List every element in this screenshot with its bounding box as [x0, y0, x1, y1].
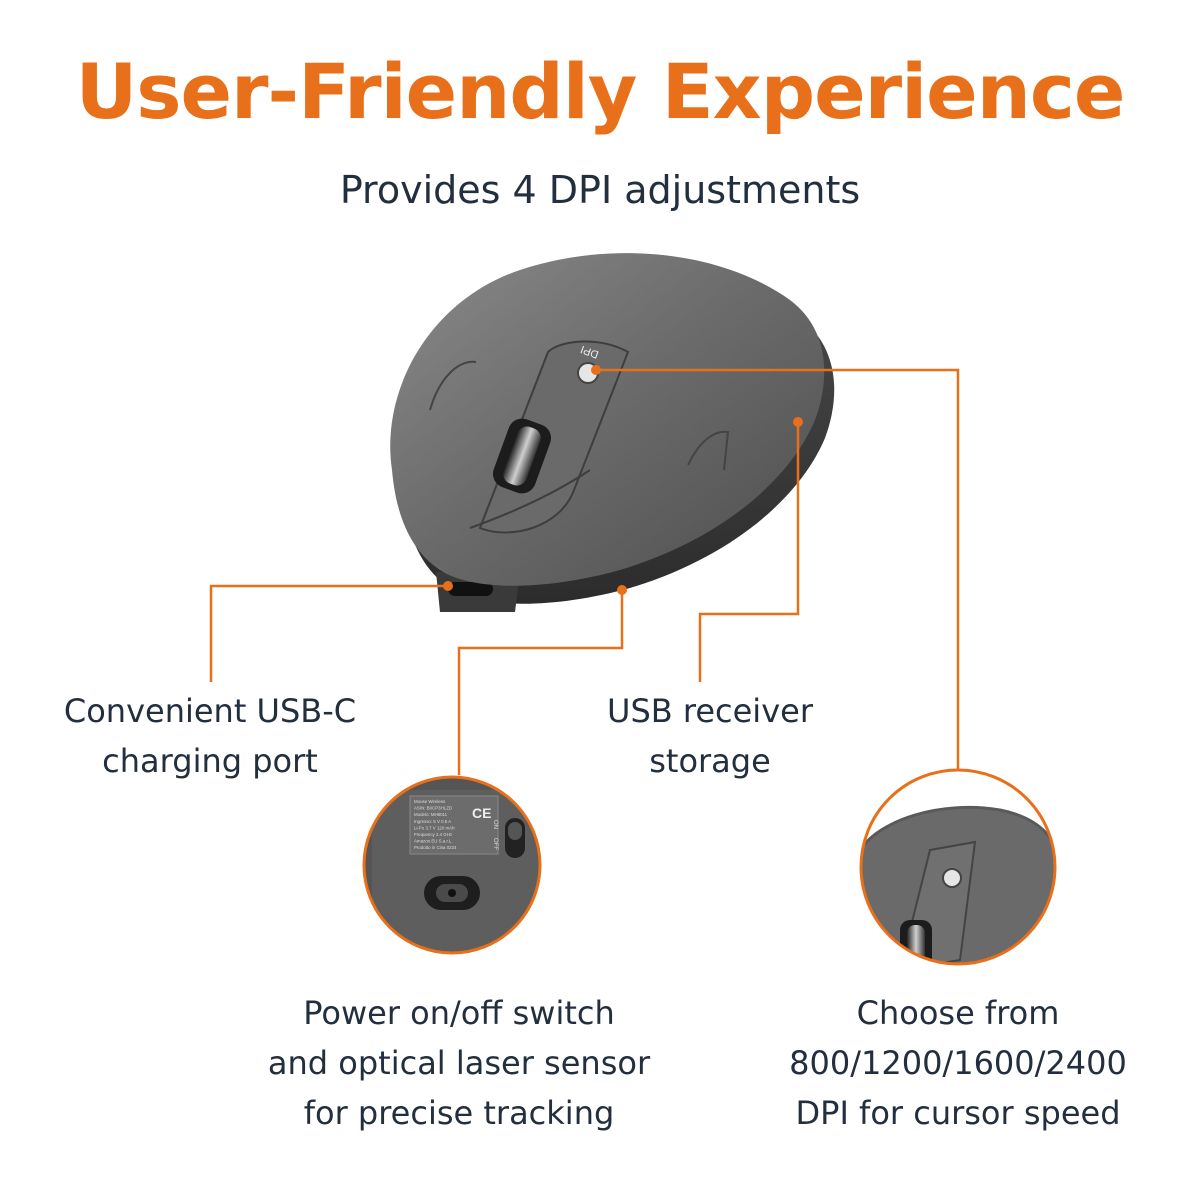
device-label-line: Li-Po 3.7 V 120 mAh	[414, 825, 455, 830]
dpi-closeup-inset	[859, 768, 1057, 966]
caption-receiver: USB receiver storage	[560, 686, 860, 786]
caption-usb-c-line2: charging port	[102, 742, 318, 780]
page-subtitle: Provides 4 DPI adjustments	[339, 168, 861, 212]
usb-c-port	[448, 582, 493, 596]
device-label-line: Amazon.EU S.a.r.L.	[414, 839, 453, 844]
scroll-wheel	[492, 418, 552, 494]
device-label-line: Frequency 2.4 GHz	[414, 832, 452, 837]
caption-dpi: Choose from 800/1200/1600/2400 DPI for c…	[758, 988, 1158, 1138]
caption-receiver-line2: storage	[649, 742, 771, 780]
ce-mark: CE	[472, 805, 491, 821]
caption-power-line1: Power on/off switch	[303, 994, 615, 1032]
switch-on-label: ON	[492, 820, 498, 829]
caption-receiver-line1: USB receiver	[607, 692, 813, 730]
callout-line-dpi	[596, 368, 960, 770]
caption-power: Power on/off switch and optical laser se…	[239, 988, 679, 1138]
caption-usb-c-line1: Convenient USB-C	[63, 692, 357, 730]
device-label-line: Modelo: MH8011	[414, 812, 448, 817]
callout-line-receiver	[698, 422, 800, 682]
callout-line-power	[457, 590, 624, 775]
caption-power-line3: for precise tracking	[303, 1094, 615, 1132]
callout-dots	[443, 365, 803, 595]
callout-lines	[209, 368, 960, 775]
caption-usb-c: Convenient USB-C charging port	[40, 686, 380, 786]
device-label-line: Prodotto in Cina 0224	[414, 845, 457, 850]
device-label-line: Mouse Wireless	[414, 799, 446, 804]
dpi-button-label: DPI	[579, 343, 600, 361]
caption-power-line2: and optical laser sensor	[267, 1044, 651, 1082]
page-title: User-Friendly Experience	[75, 47, 1126, 136]
caption-dpi-line2: 800/1200/1600/2400	[789, 1044, 1127, 1082]
mouse-image: DPI	[390, 253, 835, 612]
device-label-line: Ingresso: 5 V 0.5 A	[414, 819, 451, 824]
mouse-shell	[390, 253, 825, 586]
caption-dpi-line1: Choose from	[856, 994, 1060, 1032]
device-label-line: ASIN: B0CP3HLZD	[414, 806, 452, 811]
switch-off-label: OFF	[492, 838, 498, 850]
caption-dpi-line3: DPI for cursor speed	[795, 1094, 1121, 1132]
callout-line-usb-c	[209, 584, 448, 682]
